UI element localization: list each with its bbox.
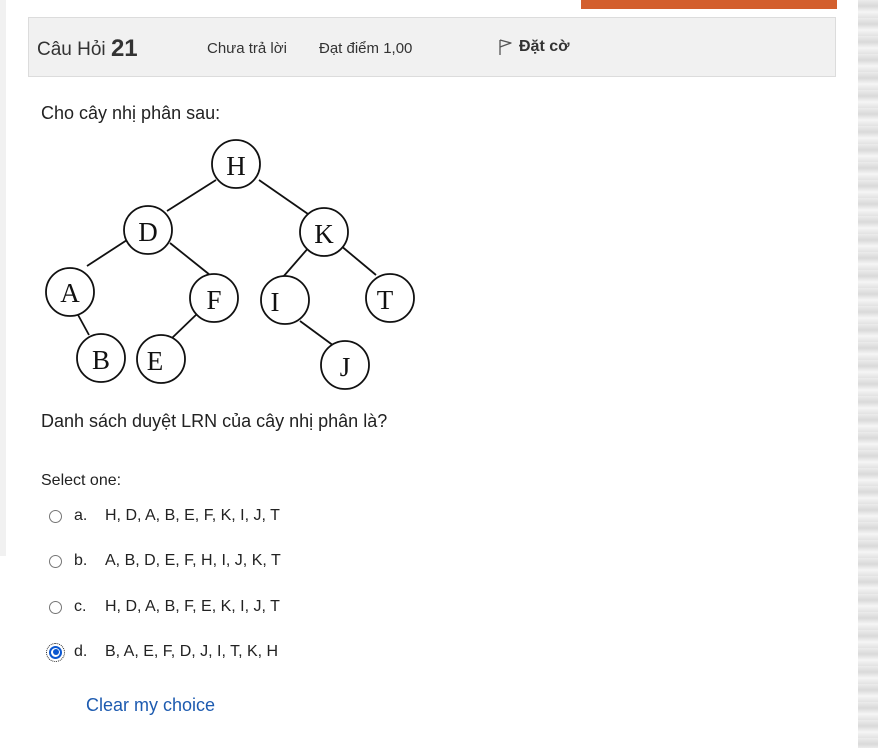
question-number: 21: [110, 35, 138, 62]
answer-option-b[interactable]: b. A, B, D, E, F, H, I, J, K, T: [49, 550, 281, 572]
tree-node-a: A: [60, 278, 80, 308]
tree-node-h: H: [226, 151, 246, 181]
tree-node-d: D: [138, 217, 158, 247]
option-text: A, B, D, E, F, H, I, J, K, T: [105, 552, 281, 569]
answer-option-c[interactable]: c. H, D, A, B, F, E, K, I, J, T: [49, 596, 280, 618]
option-text: H, D, A, B, E, F, K, I, J, T: [105, 507, 280, 524]
question-text: Danh sách duyệt LRN của cây nhị phân là?: [41, 411, 388, 431]
radio-a[interactable]: [49, 509, 62, 523]
tree-node-f: F: [206, 285, 221, 315]
tree-node-i: I: [271, 287, 280, 317]
question-label: Câu Hỏi: [37, 39, 106, 60]
accent-bar: [581, 0, 837, 9]
flag-icon: [499, 39, 512, 55]
option-text: H, D, A, B, F, E, K, I, J, T: [105, 598, 280, 615]
right-scroll-edge: [858, 0, 878, 748]
flag-label: Đặt cờ: [519, 38, 570, 55]
tree-node-t: T: [377, 285, 394, 315]
question-status: Chưa trả lời: [207, 40, 287, 57]
radio-b[interactable]: [49, 554, 62, 568]
question-mark: Đạt điểm 1,00: [319, 40, 413, 57]
option-letter: b.: [74, 552, 88, 569]
flag-question-button[interactable]: Đặt cờ: [497, 38, 570, 56]
answer-option-d[interactable]: d. B, A, E, F, D, J, I, T, K, H: [46, 641, 279, 663]
left-panel-edge: [0, 0, 6, 556]
answer-option-a[interactable]: a. H, D, A, B, E, F, K, I, J, T: [49, 505, 280, 527]
radio-c[interactable]: [49, 600, 62, 614]
tree-node-e: E: [147, 346, 164, 376]
option-letter: c.: [74, 598, 87, 615]
option-letter: a.: [74, 507, 88, 524]
tree-node-b: B: [92, 345, 110, 375]
select-one-label: Select one:: [41, 472, 122, 489]
radio-d[interactable]: [46, 642, 65, 662]
tree-node-k: K: [314, 219, 334, 249]
option-text: B, A, E, F, D, J, I, T, K, H: [105, 643, 279, 660]
binary-tree-diagram: H D K A F I T B E J: [45, 139, 415, 390]
option-letter: d.: [74, 643, 88, 660]
question-prompt: Cho cây nhị phân sau:: [41, 103, 221, 123]
question-info-box: Câu Hỏi 21 Chưa trả lời Đạt điểm 1,00 Đặ…: [28, 17, 836, 77]
question-title: Câu Hỏi 21: [37, 34, 138, 62]
tree-node-j: J: [340, 352, 351, 382]
clear-choice-link[interactable]: Clear my choice: [86, 695, 216, 715]
